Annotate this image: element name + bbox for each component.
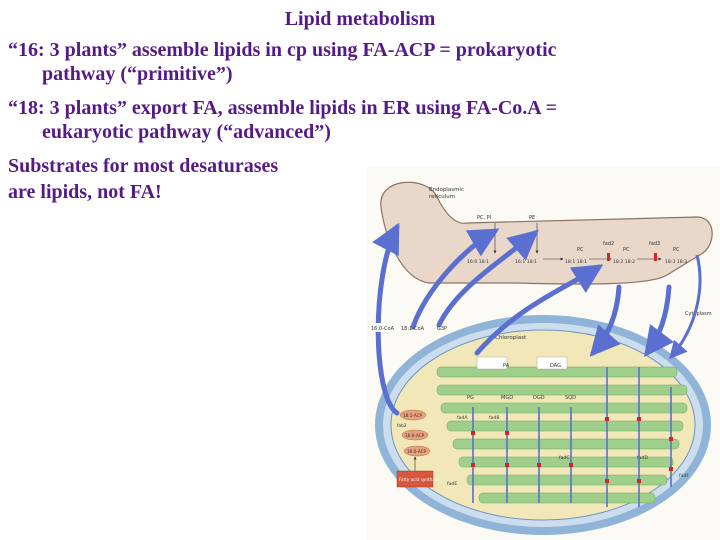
desaturase-note: Substrates for most desaturases are lipi… <box>8 153 278 205</box>
desaturase-note-line2: are lipids, not FA! <box>8 181 162 203</box>
export-arrows <box>372 222 674 416</box>
er-lipid-pc-1: PC <box>577 247 584 253</box>
lipid-pathway-diagram: Endoplasmic reticulum PC, PI PE PC PC PC… <box>367 167 720 540</box>
export-labels: 16:0-CoA 18:1-CoA G3P <box>369 323 447 332</box>
slide-title: Lipid metabolism <box>284 8 436 30</box>
fatty-acid-synthase-label: Fatty acid synthase <box>399 477 440 482</box>
cp-lipid-mgd: MGD <box>501 395 513 401</box>
er-enzyme-fad3: fad3 <box>649 241 660 247</box>
cp-lipid-sqd: SQD <box>565 395 576 401</box>
cp-enzyme-fadc: fadC <box>559 455 570 461</box>
cp-enzyme-fadd: fadD <box>637 455 648 461</box>
bullet-eukaryotic: “18: 3 plants” export FA, assemble lipid… <box>8 96 557 144</box>
bullet-prokaryotic: “16: 3 plants” assemble lipids in cp usi… <box>8 38 557 86</box>
desaturase-note-line1: Substrates for most desaturases <box>8 155 279 177</box>
chloroplast-label: Chloroplast <box>495 335 527 341</box>
bullet-eukaryotic-line2: eukaryotic pathway (“advanced”) <box>42 121 331 143</box>
er-label-line1: Endoplasmic <box>429 187 464 193</box>
export-label-g3p: G3P <box>437 326 447 332</box>
cp-enzyme-fade: fadE <box>447 481 457 487</box>
fa-label-16-0-acp-2: 16:0-ACP <box>407 449 427 454</box>
fatty-acid-synthesis: 18:1-ACP fab2 16:0-ACP 16:0-ACP Fatty ac… <box>396 409 440 488</box>
er-lipid-pc-3: PC <box>673 247 680 253</box>
cp-lipid-pg: PG <box>467 395 474 401</box>
cp-lipid-dgd: DGD <box>533 395 545 401</box>
cp-enzyme-fadb: fadB <box>489 415 500 421</box>
er-fa-pair-1: 16:0 18:1 <box>467 259 489 265</box>
bullet-eukaryotic-line1: “18: 3 plants” export FA, assemble lipid… <box>8 97 558 119</box>
cp-enzyme-fada: fadA <box>457 415 468 421</box>
er-fa-pair-4: 18:2 18:2 <box>613 259 635 265</box>
er-fa-pair-5: 18:3 18:3 <box>665 259 687 265</box>
fa-label-fab2: fab2 <box>397 423 407 428</box>
cp-lipid-dag: DAG <box>550 363 561 369</box>
bullet-prokaryotic-line1: “16: 3 plants” assemble lipids in cp usi… <box>8 39 557 61</box>
cytoplasm-label: Cytoplasm <box>685 311 712 317</box>
bullet-prokaryotic-line2: pathway (“primitive”) <box>42 63 233 85</box>
thylakoid-stacks <box>436 366 688 504</box>
fa-label-16-0-acp-1: 16:0-ACP <box>405 433 425 438</box>
chloroplast: Chloroplast PA DAG PG MGD DGD SQD fadA f… <box>375 315 711 535</box>
cp-lipid-pa: PA <box>503 363 510 369</box>
return-arrow <box>669 254 702 360</box>
er-fa-pair-3: 18:1 18:1 <box>565 259 587 265</box>
er-fa-pair-2: 16:1 18:1 <box>515 259 537 265</box>
er-enzyme-fad2: fad2 <box>603 241 614 247</box>
er-lipid-pc-2: PC <box>623 247 630 253</box>
fa-label-18-1-acp: 18:1-ACP <box>403 413 423 418</box>
cp-enzyme-fadf: fadF <box>679 473 689 479</box>
er-lipid-pc-pi: PC, PI <box>477 215 491 221</box>
er-lipid-pe: PE <box>529 215 535 221</box>
export-label-18-1-coa: 18:1-CoA <box>401 326 425 332</box>
desaturation-marks <box>471 417 673 483</box>
export-label-16-0-coa: 16:0-CoA <box>371 326 395 332</box>
er-label-line2: reticulum <box>429 194 455 200</box>
